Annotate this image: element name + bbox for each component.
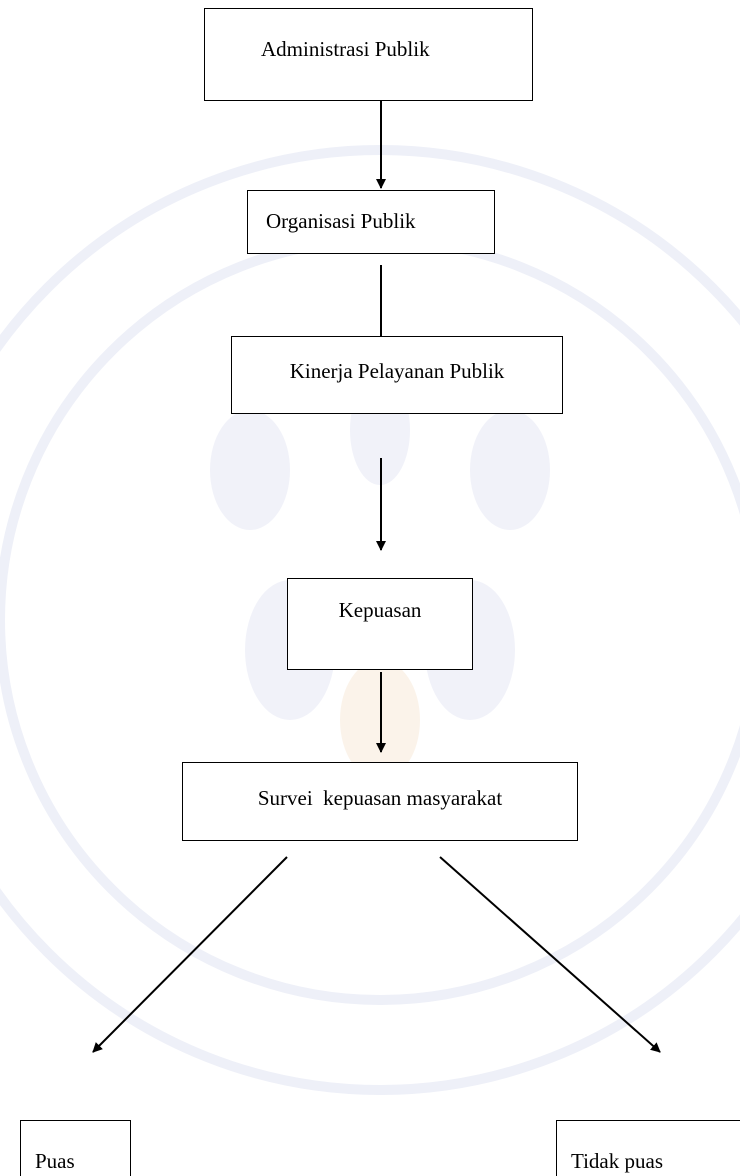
node-administrasi-publik: Administrasi Publik xyxy=(204,8,533,101)
node-survei-kepuasan-masyarakat: Survei kepuasan masyarakat xyxy=(182,762,578,841)
node-tidak-puas: Tidak puas xyxy=(556,1120,740,1176)
arrow-survei-to-puas xyxy=(92,856,288,1053)
node-label: Tidak puas xyxy=(571,1149,663,1173)
node-label: Administrasi Publik xyxy=(261,37,430,61)
node-label: Survei kepuasan masyarakat xyxy=(257,786,503,810)
node-label: Puas xyxy=(35,1149,75,1173)
node-kinerja-pelayanan-publik: Kinerja Pelayanan Publik xyxy=(231,336,563,414)
node-label: Kinerja Pelayanan Publik xyxy=(289,359,505,383)
node-kepuasan: Kepuasan xyxy=(287,578,473,670)
node-puas: Puas xyxy=(20,1120,131,1176)
node-organisasi-publik: Organisasi Publik xyxy=(247,190,495,254)
node-label: Organisasi Publik xyxy=(266,209,416,233)
arrow-survei-to-tidak-puas xyxy=(439,856,661,1053)
node-label: Kepuasan xyxy=(338,598,422,622)
